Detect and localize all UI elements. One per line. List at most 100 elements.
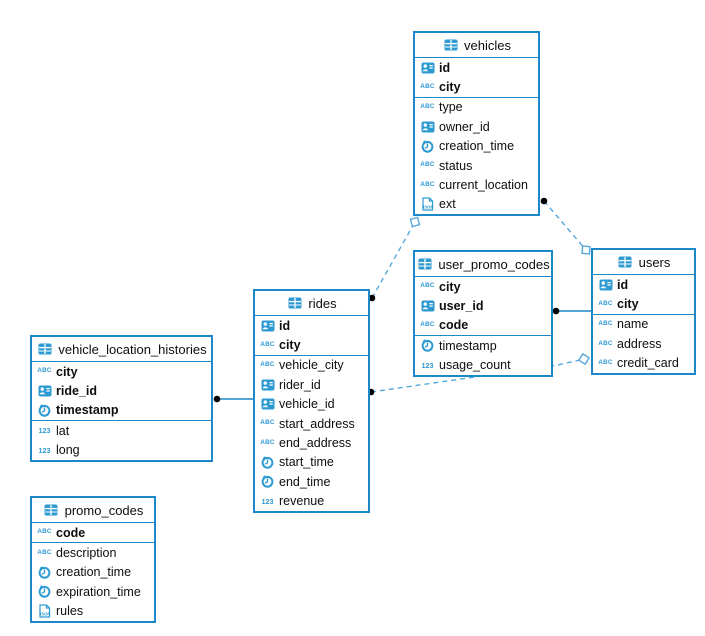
table-grid-icon bbox=[442, 39, 459, 51]
column-row-id[interactable]: id bbox=[415, 58, 538, 77]
table-header-user_promo_codes[interactable]: user_promo_codes bbox=[415, 252, 551, 277]
column-name: ext bbox=[439, 197, 456, 212]
numeric-123-icon: 123 bbox=[261, 496, 274, 506]
column-name: rider_id bbox=[279, 377, 321, 392]
person-id-icon bbox=[259, 379, 276, 391]
column-name: long bbox=[56, 443, 80, 458]
clock-icon bbox=[36, 404, 53, 417]
table-header-vehicles[interactable]: vehicles bbox=[415, 33, 538, 58]
column-name: vehicle_city bbox=[279, 358, 344, 373]
column-row-owner_id[interactable]: owner_id bbox=[415, 117, 538, 136]
table-header-vehicle_location_histories[interactable]: vehicle_location_histories bbox=[32, 337, 211, 362]
abc-text-icon: ABC bbox=[598, 339, 613, 347]
table-grid-icon bbox=[286, 297, 303, 309]
column-name: city bbox=[56, 364, 78, 379]
column-row-start_time[interactable]: start_time bbox=[255, 453, 368, 472]
person-id-icon bbox=[259, 398, 276, 410]
column-row-creation_time[interactable]: creation_time bbox=[32, 563, 154, 582]
person-id-icon bbox=[597, 279, 614, 291]
column-row-end_time[interactable]: end_time bbox=[255, 472, 368, 491]
column-row-rider_id[interactable]: rider_id bbox=[255, 375, 368, 394]
relation-user_promo_codes-to-users[interactable] bbox=[552, 307, 592, 315]
column-name: start_time bbox=[279, 455, 334, 470]
column-row-rules[interactable]: JSON rules bbox=[32, 602, 154, 621]
column-name: credit_card bbox=[617, 356, 679, 371]
column-row-creation_time[interactable]: creation_time bbox=[415, 137, 538, 156]
column-name: timestamp bbox=[56, 403, 119, 418]
column-name: ride_id bbox=[56, 384, 97, 399]
clock-icon bbox=[259, 456, 276, 469]
column-name: city bbox=[439, 279, 461, 294]
column-row-ride_id[interactable]: ride_id bbox=[32, 381, 211, 400]
column-name: expiration_time bbox=[56, 584, 141, 599]
abc-text-icon: ABC bbox=[598, 320, 613, 328]
relation-endpoint-dot bbox=[552, 307, 560, 315]
column-name: end_address bbox=[279, 436, 352, 451]
table-header-rides[interactable]: rides bbox=[255, 291, 368, 316]
column-row-id[interactable]: id bbox=[593, 275, 694, 294]
column-name: creation_time bbox=[439, 139, 515, 154]
column-row-expiration_time[interactable]: expiration_time bbox=[32, 582, 154, 601]
person-id-icon bbox=[419, 300, 436, 312]
column-row-id[interactable]: id bbox=[255, 316, 368, 335]
relation-vehicles-to-users[interactable] bbox=[540, 197, 591, 255]
column-name: city bbox=[617, 297, 639, 312]
relation-endpoint-dot bbox=[540, 197, 548, 205]
column-row-current_location[interactable]: ABC current_location bbox=[415, 175, 538, 194]
table-header-users[interactable]: users bbox=[593, 250, 694, 275]
relation-vehicle_location_histories-to-rides[interactable] bbox=[213, 395, 254, 403]
relation-endpoint-diamond bbox=[577, 352, 591, 366]
relation-endpoint-dot bbox=[213, 395, 221, 403]
column-name: current_location bbox=[439, 178, 528, 193]
column-name: id bbox=[617, 277, 629, 292]
relation-endpoint-diamond bbox=[409, 216, 421, 228]
abc-text-icon: ABC bbox=[420, 180, 435, 188]
column-name: timestamp bbox=[439, 338, 497, 353]
table-header-promo_codes[interactable]: promo_codes bbox=[32, 498, 154, 523]
column-row-user_id[interactable]: user_id bbox=[415, 296, 551, 315]
column-row-city[interactable]: ABC city bbox=[593, 294, 694, 313]
abc-text-icon: ABC bbox=[598, 299, 613, 307]
column-row-ext[interactable]: JSON ext bbox=[415, 195, 538, 214]
relation-rides-to-vehicles[interactable] bbox=[368, 216, 421, 302]
column-row-city[interactable]: ABC city bbox=[415, 277, 551, 296]
table-title: vehicles bbox=[464, 37, 511, 53]
abc-text-icon: ABC bbox=[420, 282, 435, 290]
table-title: users bbox=[638, 254, 671, 270]
column-row-timestamp[interactable]: timestamp bbox=[32, 401, 211, 420]
column-name: owner_id bbox=[439, 119, 490, 134]
column-row-timestamp[interactable]: timestamp bbox=[415, 336, 551, 355]
column-name: type bbox=[439, 100, 463, 115]
abc-text-icon: ABC bbox=[420, 321, 435, 329]
column-name: city bbox=[279, 338, 301, 353]
column-row-vehicle_id[interactable]: vehicle_id bbox=[255, 395, 368, 414]
